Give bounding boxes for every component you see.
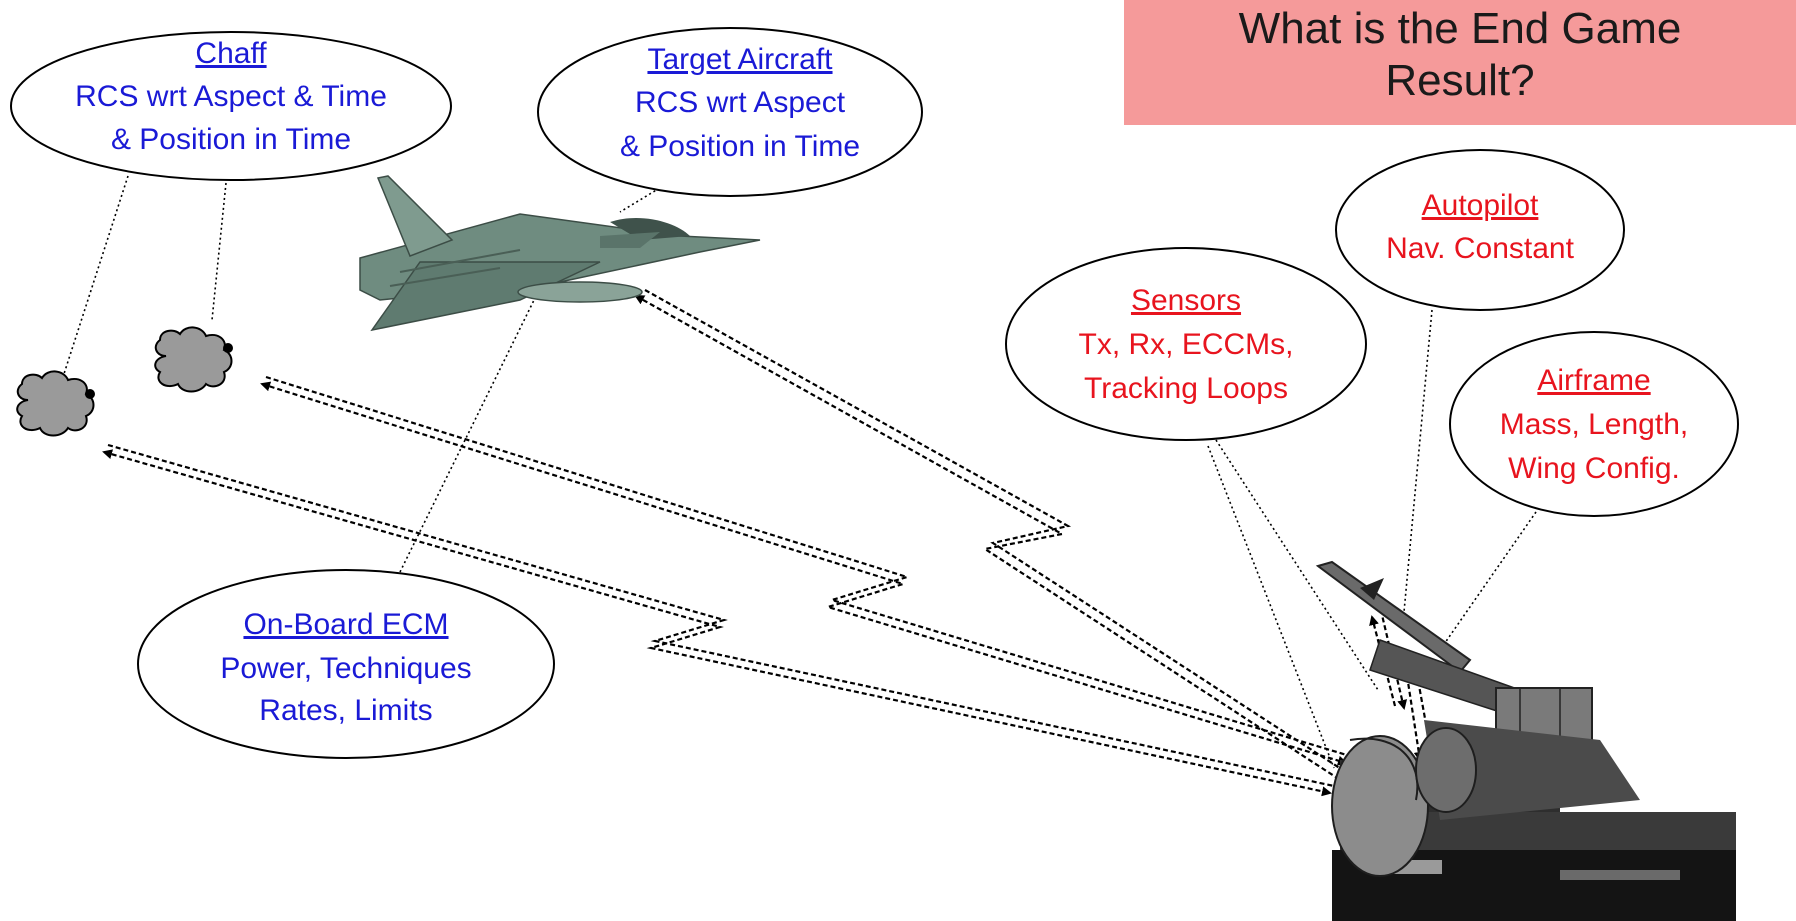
jet-fighter-icon — [360, 176, 760, 330]
missile-launcher-icon — [1318, 562, 1736, 921]
leader-sensors-2 — [1216, 440, 1378, 690]
autopilot-title: Autopilot — [1422, 189, 1539, 222]
chaff-title: Chaff — [195, 37, 267, 70]
autopilot-line-1: Nav. Constant — [1386, 232, 1575, 265]
chaff-line-2: & Position in Time — [111, 123, 351, 156]
airframe-title: Airframe — [1537, 364, 1650, 397]
sensors-bubble: Sensors Tx, Rx, ECCMs, Tracking Loops — [1006, 248, 1366, 440]
chaff-bubble: Chaff RCS wrt Aspect & Time & Position i… — [11, 32, 451, 180]
sensors-title: Sensors — [1131, 284, 1241, 317]
target-aircraft-title: Target Aircraft — [647, 43, 833, 76]
airframe-line-1: Mass, Length, — [1500, 408, 1688, 441]
airframe-bubble: Airframe Mass, Length, Wing Config. — [1450, 332, 1738, 516]
sensors-line-1: Tx, Rx, ECCMs, — [1079, 328, 1294, 361]
leader-chaff-cloud-1 — [62, 176, 128, 380]
leader-autopilot — [1404, 310, 1432, 612]
target-aircraft-bubble: Target Aircraft RCS wrt Aspect & Positio… — [538, 28, 922, 196]
ecm-bubble: On-Board ECM Power, Techniques Rates, Li… — [138, 570, 554, 758]
ecm-title: On-Board ECM — [243, 608, 448, 641]
target-aircraft-line-2: & Position in Time — [620, 130, 860, 163]
chaff-line-1: RCS wrt Aspect & Time — [75, 80, 387, 113]
target-aircraft-line-1: RCS wrt Aspect — [635, 86, 846, 119]
autopilot-bubble: Autopilot Nav. Constant — [1336, 150, 1624, 310]
leader-airframe — [1440, 512, 1536, 650]
airframe-line-2: Wing Config. — [1508, 452, 1680, 485]
ecm-line-1: Power, Techniques — [220, 652, 471, 685]
sensors-line-2: Tracking Loops — [1084, 372, 1288, 405]
ecm-line-2: Rates, Limits — [259, 694, 432, 727]
chaff-cloud-icon — [17, 371, 95, 435]
leader-chaff-cloud-2 — [212, 183, 226, 320]
leader-ecm — [400, 292, 538, 572]
chaff-cloud-icon — [155, 327, 233, 391]
